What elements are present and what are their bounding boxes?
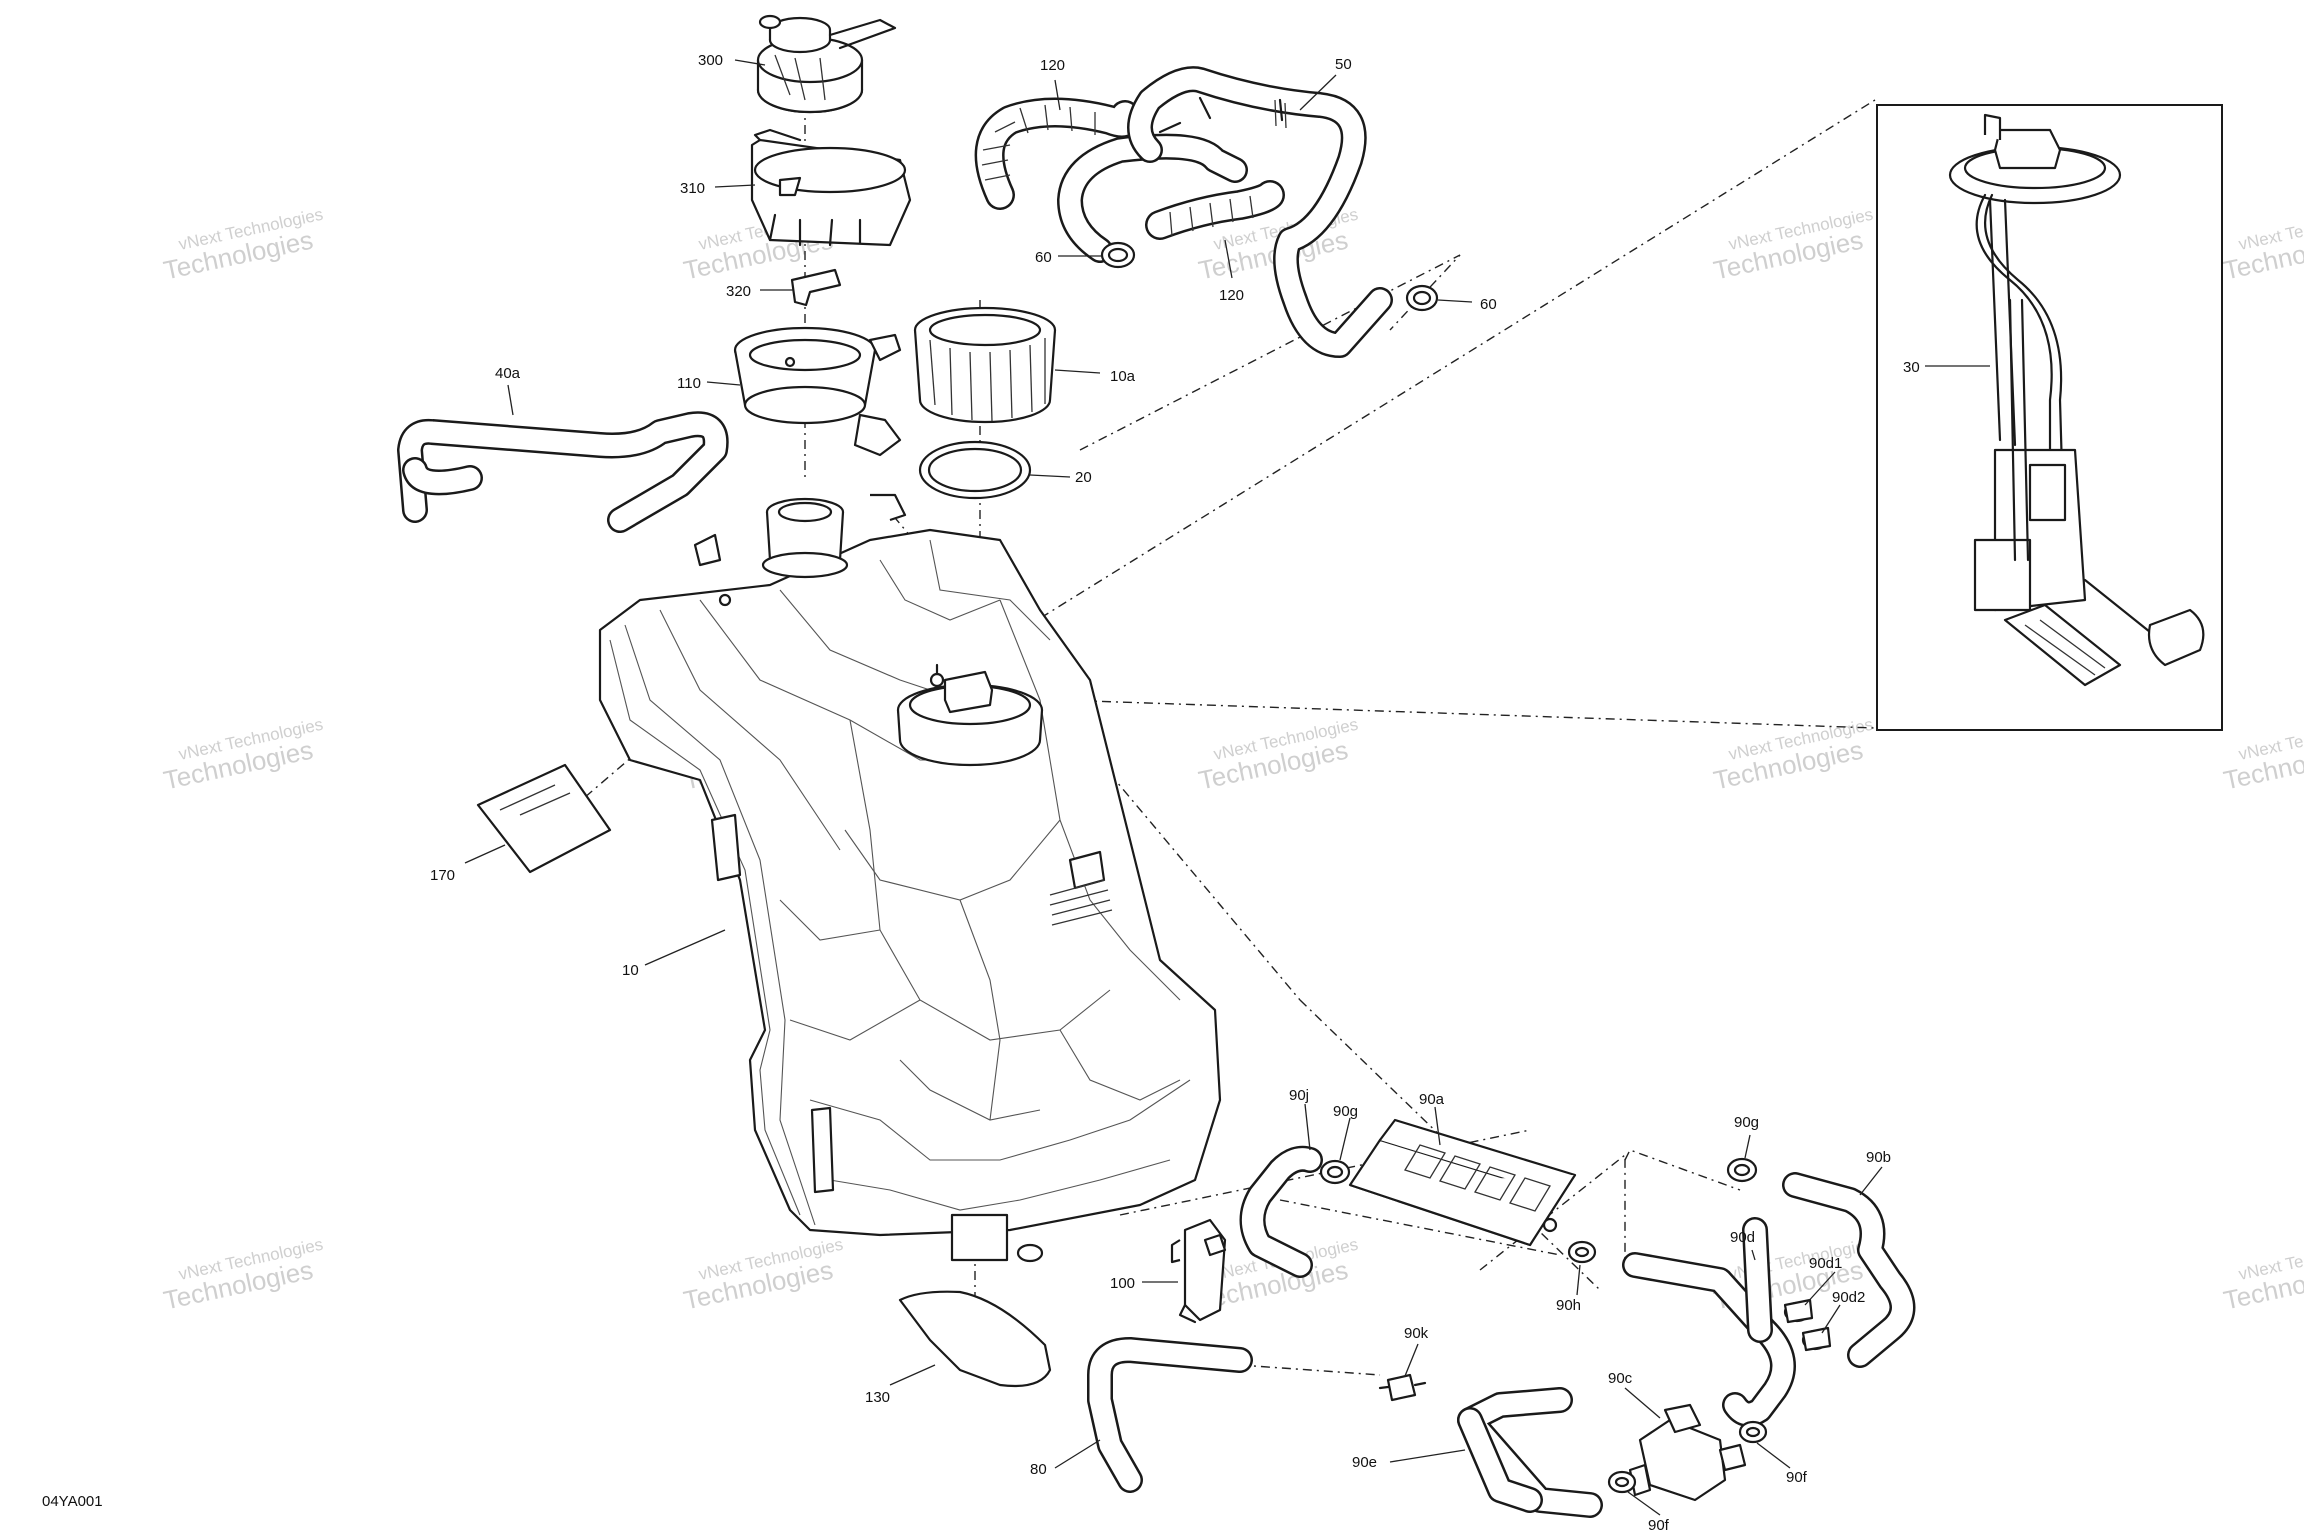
filler-adapter	[750, 128, 912, 247]
valve-100	[1170, 1218, 1227, 1324]
watermark: vNext Technologies Technologies	[161, 205, 325, 286]
watermark: vNext Technologies Technologies	[1711, 205, 1875, 286]
callout-labels: 300 310 320 110 10a 20 120 60 120 50 60 …	[42, 52, 1920, 1534]
callout-90e: 90e	[1352, 1454, 1377, 1471]
fittings-90d	[1783, 1298, 1832, 1352]
callout-10a: 10a	[1110, 368, 1136, 385]
watermark: vNext Technologies Technologies	[2221, 715, 2304, 796]
watermark: vNext Technologies Technologies	[161, 1235, 325, 1316]
hose-90d	[1622, 1217, 1796, 1427]
callout-100: 100	[1110, 1275, 1135, 1292]
hose-90b	[1782, 1172, 1916, 1368]
callout-30: 30	[1903, 359, 1920, 376]
callout-170: 170	[430, 867, 455, 884]
drawing-code: 04YA001	[42, 1493, 103, 1510]
callout-60-left: 60	[1035, 249, 1052, 266]
fuel-cap	[756, 14, 897, 114]
clamps-90	[1319, 1157, 1758, 1264]
hose-90j	[1239, 1145, 1323, 1278]
callout-90d2: 90d2	[1832, 1289, 1865, 1306]
callout-90g-right: 90g	[1734, 1114, 1759, 1131]
lock-ring	[913, 306, 1057, 424]
callout-90d1: 90d1	[1809, 1255, 1842, 1272]
fuel-pump-inset	[1876, 104, 2223, 731]
leader-lines	[464, 59, 1990, 1516]
fill-hoses	[974, 66, 1393, 358]
hose-90e	[1457, 1387, 1603, 1518]
callout-90d: 90d	[1730, 1229, 1755, 1246]
callout-90k: 90k	[1404, 1325, 1429, 1342]
watermark: vNext Technologies Technologies	[1711, 715, 1875, 796]
watermark: vNext Technologies Technologies	[161, 715, 325, 796]
watermark: vNext Technologies Technologies	[1196, 715, 1360, 796]
o-ring	[918, 440, 1032, 500]
callout-110: 110	[677, 375, 701, 392]
callout-90b: 90b	[1866, 1149, 1891, 1166]
callout-20: 20	[1075, 469, 1092, 486]
callout-120-bottom: 120	[1219, 287, 1244, 304]
callout-90j: 90j	[1289, 1087, 1309, 1104]
fitting-90k	[1378, 1373, 1427, 1402]
callout-10: 10	[622, 962, 639, 979]
hose-80	[1087, 1337, 1253, 1493]
pad-170	[476, 763, 612, 874]
callout-90c: 90c	[1608, 1370, 1633, 1387]
callout-310: 310	[680, 180, 705, 197]
valve-90c	[1628, 1403, 1747, 1502]
watermark: vNext Technologies Technologies	[681, 1235, 845, 1316]
callout-300: 300	[698, 52, 723, 69]
callout-120-top: 120	[1040, 57, 1065, 74]
callout-90f-bottom: 90f	[1648, 1517, 1670, 1534]
fittings-90f	[1607, 1420, 1768, 1494]
hose-clamps	[1100, 241, 1439, 312]
callout-90g-left: 90g	[1333, 1103, 1358, 1120]
watermark: vNext Technologies Technologies	[2221, 1235, 2304, 1316]
clip	[790, 268, 842, 307]
callout-80: 80	[1030, 1461, 1047, 1478]
callout-60-right: 60	[1480, 296, 1497, 313]
fuel-tank	[598, 493, 1222, 1263]
callout-90h: 90h	[1556, 1297, 1581, 1314]
neck-ring	[733, 326, 902, 457]
callout-130: 130	[865, 1389, 890, 1406]
callout-50: 50	[1335, 56, 1352, 73]
pad-130	[898, 1290, 1052, 1388]
vent-hose-40a	[397, 411, 729, 533]
callout-90a: 90a	[1419, 1091, 1445, 1108]
canister-90a	[1348, 1118, 1577, 1247]
callout-320: 320	[726, 283, 751, 300]
watermark: vNext Technologies Technologies	[2221, 205, 2304, 286]
callout-90f-right: 90f	[1786, 1469, 1808, 1486]
callout-40a: 40a	[495, 365, 521, 382]
